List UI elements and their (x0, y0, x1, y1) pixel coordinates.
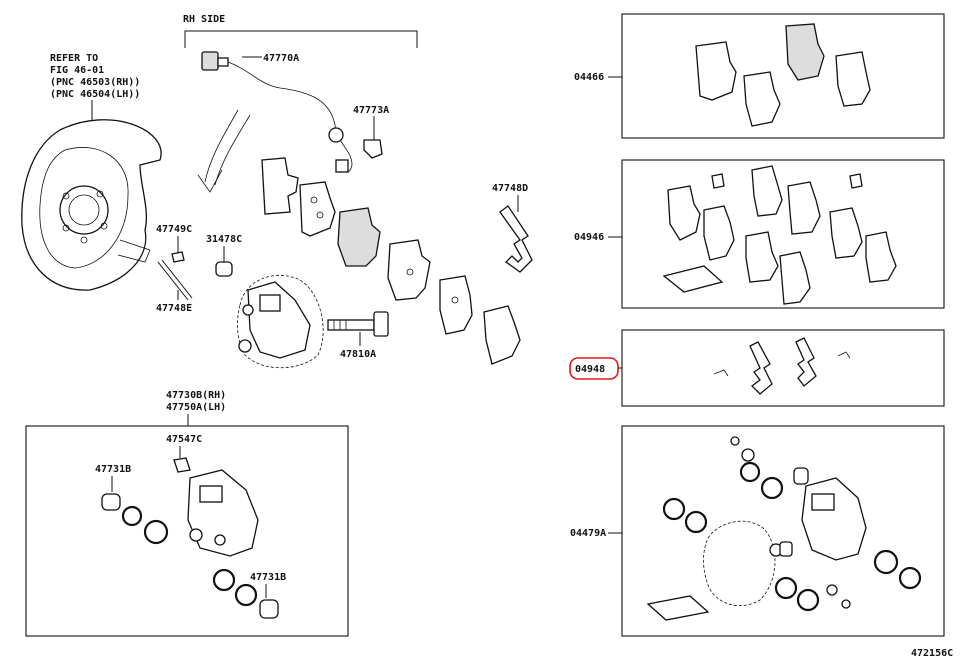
caliper-kit-box: 47547C 47731B 47731B (25, 425, 349, 637)
label-47731B-top: 47731B (95, 464, 131, 475)
refer-note: REFER TO FIG 46-01 (PNC 46503(RH)) (PNC … (50, 53, 140, 130)
sensor-wire-47770A: 47770A (201, 51, 353, 173)
kit-box-04946: 04946 (574, 159, 945, 309)
label-47773A: 47773A (353, 105, 389, 116)
label-47731B-bottom: 47731B (250, 572, 286, 583)
bolt-47810A: 47810A (327, 311, 389, 360)
label-04946: 04946 (574, 232, 604, 243)
label-04466: 04466 (574, 72, 604, 83)
label-04948[interactable]: 04948 (575, 364, 605, 375)
spring-47748D: 47748D (492, 183, 533, 273)
label-47748D: 47748D (492, 183, 528, 194)
label-47547C: 47547C (166, 434, 202, 445)
brake-pads-drawing (261, 157, 521, 365)
figure-id: 472156C (911, 648, 953, 659)
label-47730B: 47730B(RH) (166, 390, 226, 401)
label-31478C: 31478C (206, 234, 242, 245)
label-47749C: 47749C (156, 224, 192, 235)
refer-note-line-2: FIG 46-01 (50, 65, 104, 76)
refer-note-line-3: (PNC 46503(RH)) (50, 77, 140, 88)
backing-plate-drawing (21, 119, 162, 291)
refer-note-line-4: (PNC 46504(LH)) (50, 89, 140, 100)
clip-47773A: 47773A (353, 105, 389, 159)
kit-box-04479A: 04479A (570, 425, 945, 637)
label-04479A: 04479A (570, 528, 606, 539)
rh-side-label: RH SIDE (183, 14, 225, 25)
direction-arrow (197, 109, 251, 193)
kit-box-04466: 04466 (574, 13, 945, 139)
boot-31478C: 31478C (206, 234, 242, 277)
caliper-center (237, 274, 324, 369)
refer-note-line-1: REFER TO (50, 53, 98, 64)
label-47748E: 47748E (156, 303, 192, 314)
guide-pin: 47749C 47748E (156, 224, 193, 314)
label-47810A: 47810A (340, 349, 376, 360)
kit-box-04948: 04948 (569, 329, 945, 407)
rh-side-bracket: RH SIDE (183, 14, 418, 48)
label-47750A: 47750A(LH) (166, 402, 226, 413)
label-47770A: 47770A (263, 53, 299, 64)
caliper-assembly-label: 47730B(RH) 47750A(LH) (166, 390, 226, 426)
